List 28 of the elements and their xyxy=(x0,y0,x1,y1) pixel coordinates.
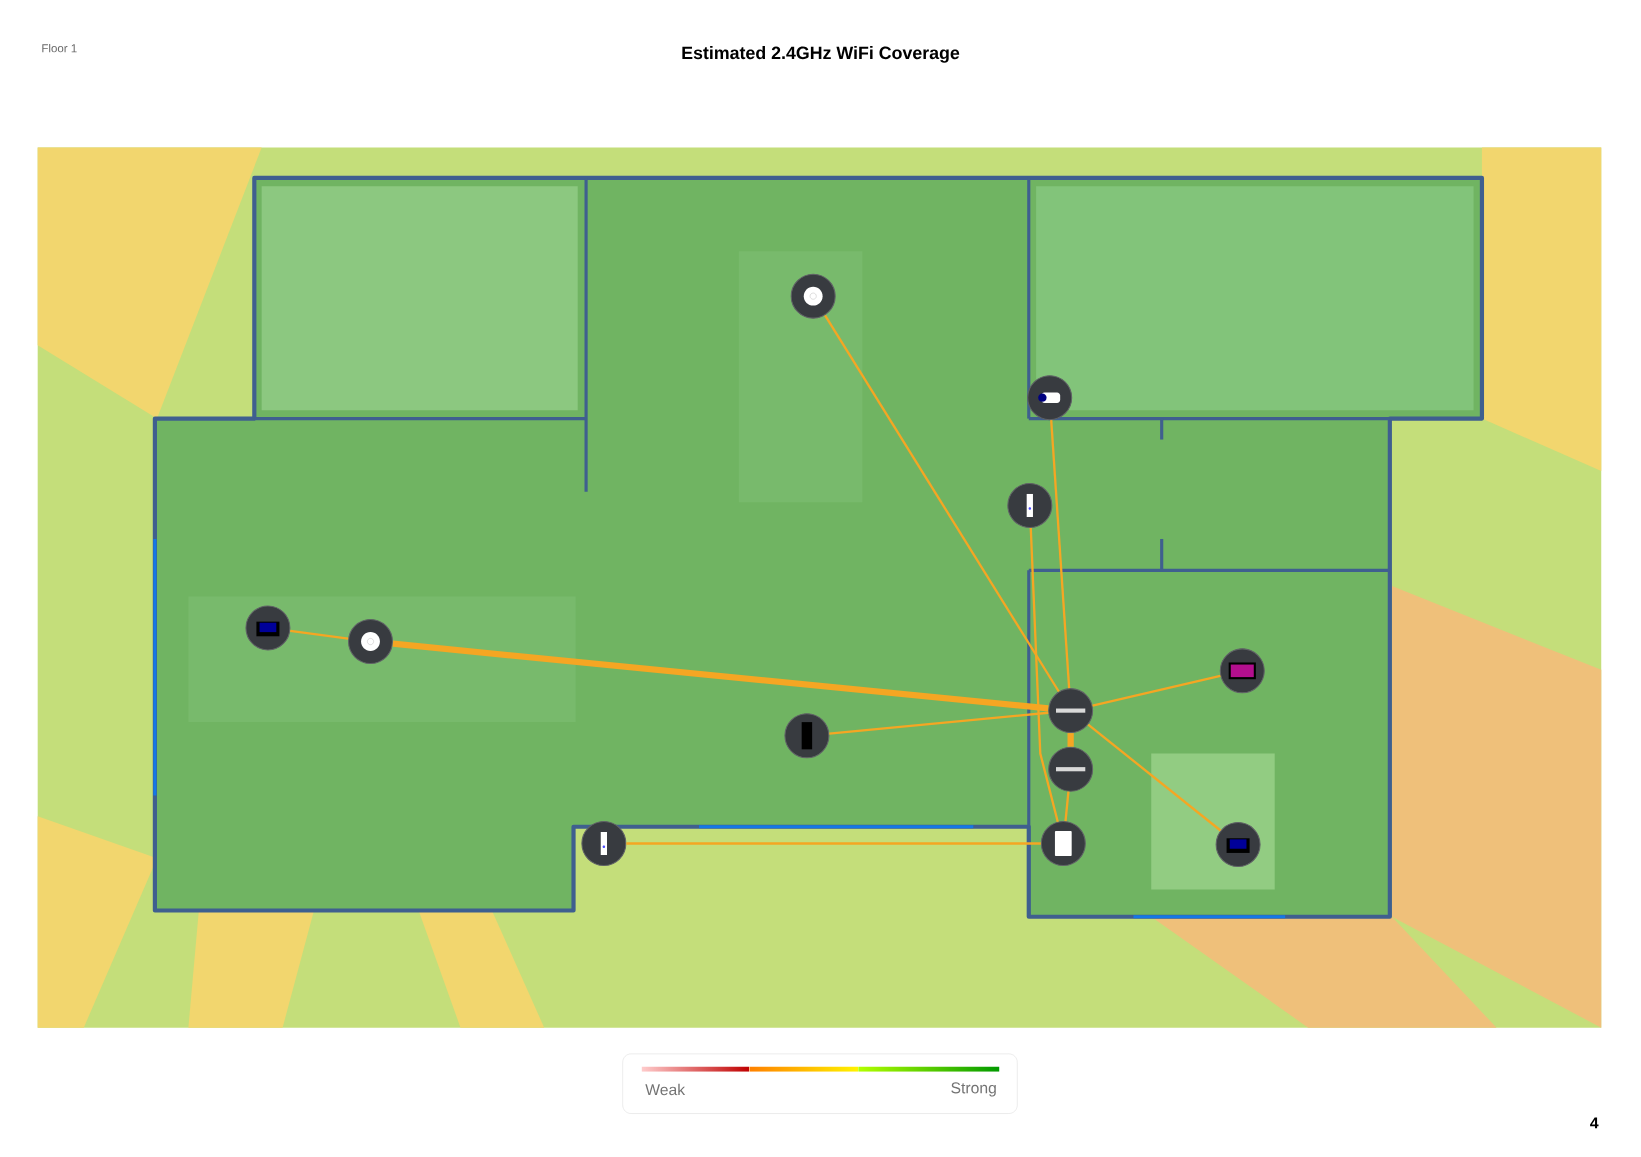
cable-line xyxy=(1050,419,1071,688)
title: Estimated 2.4GHz WiFi Coverage xyxy=(682,45,960,63)
device-marker xyxy=(1007,482,1053,528)
device-marker xyxy=(1027,374,1073,420)
device-marker xyxy=(245,605,291,651)
device-marker xyxy=(1048,687,1094,733)
device-marker xyxy=(1048,746,1094,792)
cable-line xyxy=(824,314,1060,692)
cable-line xyxy=(392,640,1049,712)
cable-line xyxy=(1092,674,1221,707)
cable-line xyxy=(829,711,1049,735)
cable-line xyxy=(1067,732,1074,747)
cable-line xyxy=(1029,527,1059,822)
device-marker xyxy=(784,713,830,758)
page-number: 4 xyxy=(1590,1117,1599,1129)
device-marker xyxy=(1215,821,1261,867)
legend-label: Strong xyxy=(951,1082,996,1097)
legend-label: Weak xyxy=(645,1083,686,1095)
floor-label: Floor 1 xyxy=(42,43,77,53)
device-marker xyxy=(1040,820,1086,866)
cable-line xyxy=(1064,791,1070,821)
device-marker xyxy=(790,273,836,319)
cable-line xyxy=(626,842,1041,845)
cable-line xyxy=(1087,723,1222,832)
cable-line xyxy=(290,629,349,640)
device-marker xyxy=(1219,648,1265,694)
device-marker xyxy=(581,820,627,866)
device-marker xyxy=(348,618,393,664)
